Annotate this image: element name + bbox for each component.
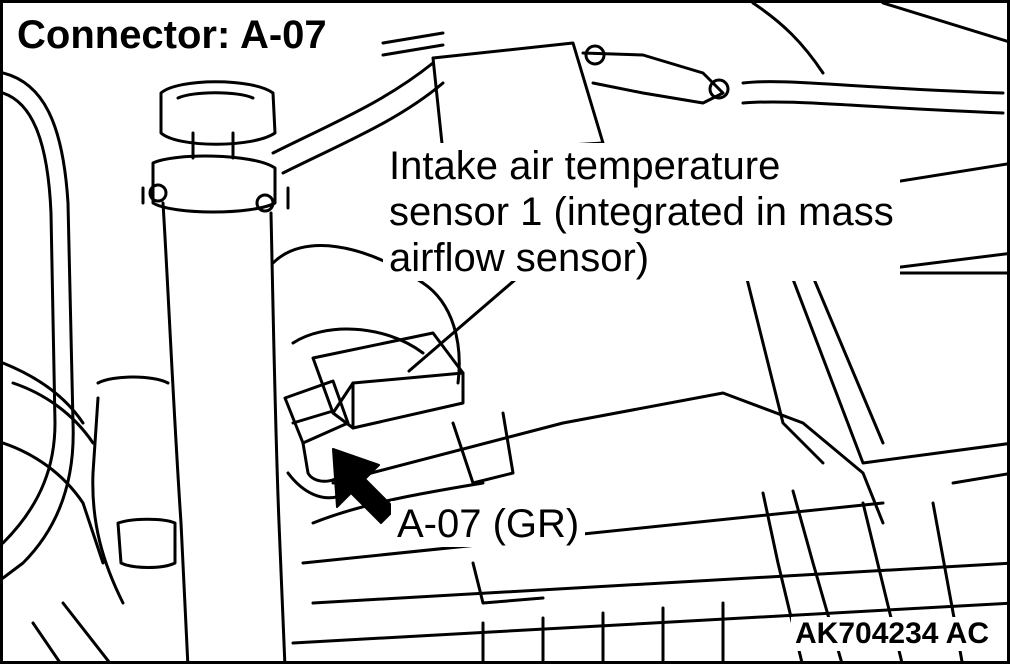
connector-pointer-arrow — [332, 448, 396, 524]
sensor-callout-line: sensor 1 (integrated in mass — [389, 190, 894, 234]
left-air-duct — [3, 71, 95, 580]
connector-callout: A-07 (GR) — [391, 501, 586, 547]
vertical-intake-hose — [141, 80, 290, 661]
lower-left-hoses — [3, 375, 177, 661]
sensor-callout: Intake air temperature sensor 1 (integra… — [383, 143, 900, 281]
sensor-callout-line: airflow sensor) — [389, 236, 650, 280]
engine-bay-line-drawing — [3, 3, 1007, 661]
figure-id: AK704234 AC — [791, 617, 993, 651]
sensor-leader-line — [407, 271, 525, 373]
upper-pipes — [271, 3, 1007, 175]
sensor-callout-line: Intake air temperature — [389, 144, 781, 188]
page-title: Connector: A-07 — [13, 11, 333, 59]
